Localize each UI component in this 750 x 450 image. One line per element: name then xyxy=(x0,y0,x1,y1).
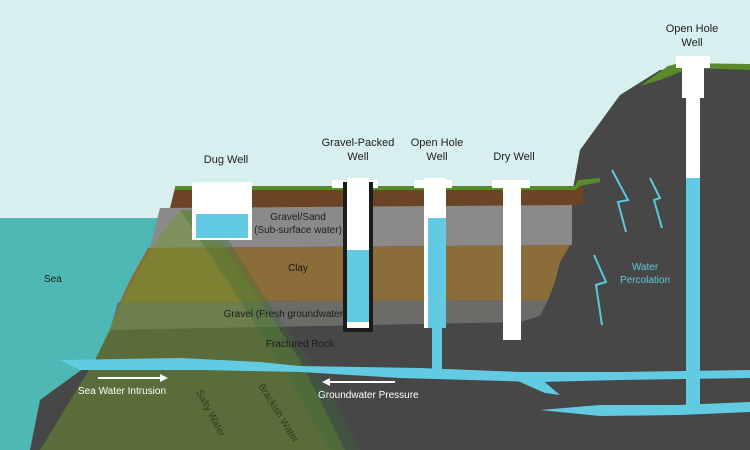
open-hole-well-right-water xyxy=(686,178,700,410)
grass-strip-right xyxy=(640,63,750,86)
percolation-arrow-3 xyxy=(593,254,608,326)
percolation-arrow-1 xyxy=(611,169,630,233)
label-open-hole-well-right-2: Well xyxy=(681,37,702,49)
open-hole-well-center-bore xyxy=(432,325,442,370)
dug-well-water xyxy=(196,214,248,238)
label-gravel-packed-well-2: Well xyxy=(347,151,368,163)
label-open-hole-well-right-1: Open Hole xyxy=(666,23,719,35)
label-gravel-fresh: Gravel (Fresh groundwater) xyxy=(224,309,347,320)
open-hole-well-right-casing xyxy=(686,92,700,182)
open-hole-well-right-top xyxy=(682,60,704,98)
aquifer-branch-1 xyxy=(480,372,560,395)
label-groundwater-pressure: Groundwater Pressure xyxy=(318,390,419,401)
label-water-percolation-1: Water xyxy=(632,262,659,273)
label-dug-well: Dug Well xyxy=(204,154,248,166)
label-sea-water-intrusion: Sea Water Intrusion xyxy=(78,386,166,397)
label-open-hole-well-center-2: Well xyxy=(426,151,447,163)
aquifer-stream-main xyxy=(60,358,750,382)
label-water-percolation-2: Percolation xyxy=(620,275,670,286)
open-hole-well-center-water xyxy=(428,218,446,328)
label-open-hole-well-center-1: Open Hole xyxy=(411,137,464,149)
label-gravel-sand-2: (Sub-surface water) xyxy=(254,225,342,236)
label-sea: Sea xyxy=(44,274,62,285)
sea-water-intrusion-arrowhead xyxy=(160,374,168,382)
brackish-water-zone xyxy=(180,210,360,450)
label-gravel-sand-1: Gravel/Sand xyxy=(270,212,326,223)
label-clay: Clay xyxy=(288,263,308,274)
topsoil-layer xyxy=(170,180,583,208)
salt-water-zone xyxy=(40,210,345,450)
groundwater-pressure-arrowhead xyxy=(322,378,330,386)
gravel-packed-well-water xyxy=(347,250,369,322)
label-fractured-rock: Fractured Rock xyxy=(266,339,335,350)
dry-well-casing xyxy=(503,180,521,340)
label-dry-well: Dry Well xyxy=(493,151,534,163)
percolation-arrow-2 xyxy=(649,177,663,229)
label-gravel-packed-well-1: Gravel-Packed xyxy=(322,137,395,149)
